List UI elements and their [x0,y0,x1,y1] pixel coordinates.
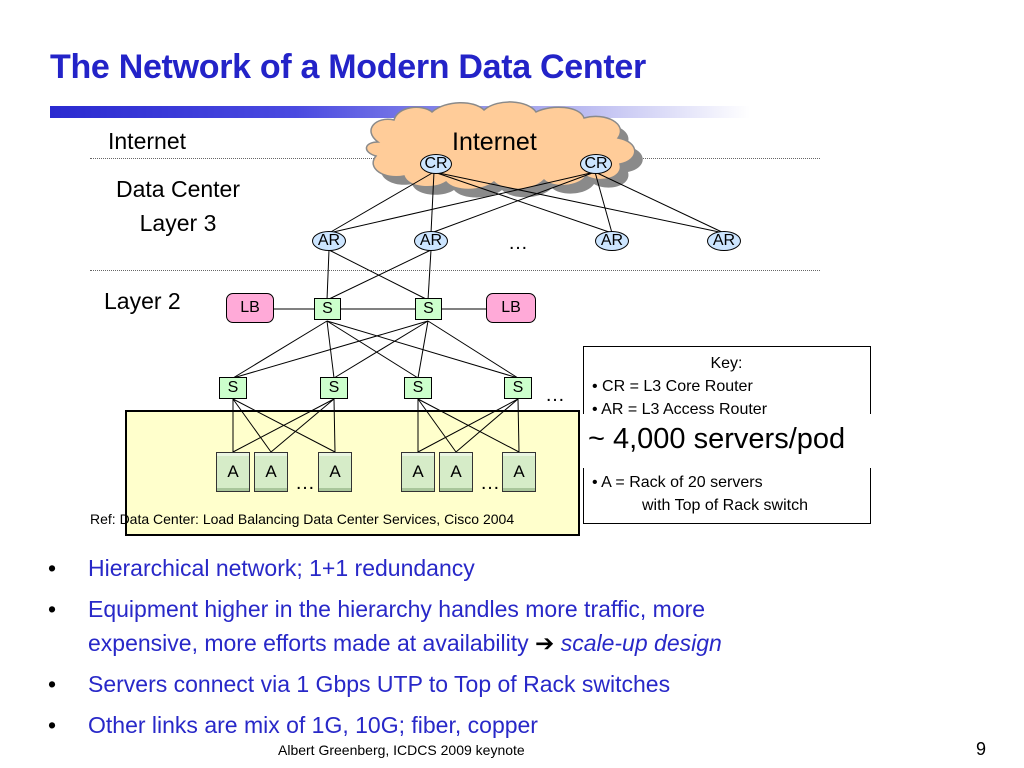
core-router: CR [420,154,452,174]
server-rack: A [401,452,435,492]
servers-per-pod-callout: ~ 4,000 servers/pod [588,423,846,455]
access-router: AR [707,231,741,251]
tor-switch: S [504,377,532,399]
bullet-emphasis: scale-up design [560,630,722,656]
tor-switch-ellipsis: … [545,384,565,406]
zone-label-layer3-line1: Data Center [115,176,240,202]
bullet-glyph: • [48,596,57,622]
key-item-ar: • AR = L3 Access Router [592,401,768,418]
access-router: AR [312,231,346,251]
link-lines [232,171,725,453]
bullet-text: Other links are mix of 1G, 10G; fiber, c… [88,712,538,738]
server-rack: A [439,452,473,492]
callout-backdrop [583,414,893,468]
access-router: AR [414,231,448,251]
footer-credit: Albert Greenberg, ICDCS 2009 keynote [278,742,525,758]
slide-title: The Network of a Modern Data Center [50,48,646,86]
access-router-ellipsis: … [508,232,528,254]
access-router: AR [595,231,629,251]
reference-citation: Ref: Data Center: Load Balancing Data Ce… [90,511,515,527]
server-rack: A [318,452,352,492]
bullet-glyph: • [48,555,57,581]
key-heading: Key: [710,355,743,372]
bullet-text-continuation: expensive, more efforts made at availabi… [88,626,722,660]
tor-switch: S [219,377,247,399]
load-balancer: LB [226,293,274,323]
core-router: CR [580,154,612,174]
internet-cloud-label: Internet [452,128,537,156]
aggregation-switch: S [415,298,442,320]
zone-label-layer3-line2: Layer 3 [139,210,217,236]
layer-boundary-line [90,270,820,271]
zone-label-layer2: Layer 2 [104,288,181,314]
server-rack: A [216,452,250,492]
tor-switch: S [320,377,348,399]
rack-ellipsis: … [480,472,500,494]
zone-label-internet: Internet [108,128,186,154]
bullet-text: expensive, more efforts made at availabi… [88,630,529,656]
bullet-glyph: • [48,712,57,738]
aggregation-switch: S [314,298,341,320]
key-item-rack: • A = Rack of 20 servers [592,474,763,491]
bullet-text: Equipment higher in the hierarchy handle… [88,596,706,622]
bullet-glyph: • [48,671,57,697]
server-rack: A [254,452,288,492]
page-number: 9 [976,739,987,759]
bullet-text: Servers connect via 1 Gbps UTP to Top of… [88,671,671,697]
key-item-cr: • CR = L3 Core Router [592,378,753,395]
tor-switch: S [404,377,432,399]
server-rack: A [502,452,536,492]
load-balancer: LB [486,293,536,323]
key-item-rack-detail: with Top of Rack switch [642,497,808,514]
rack-ellipsis: … [295,472,315,494]
bullet-text: Hierarchical network; 1+1 redundancy [88,555,475,581]
right-arrow-icon: ➔ [535,630,555,656]
